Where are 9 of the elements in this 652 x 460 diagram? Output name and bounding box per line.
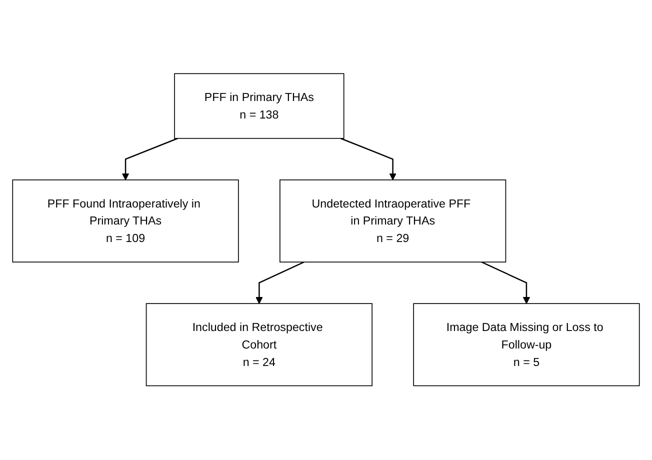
node-box: PFF in Primary THAs n = 138 <box>174 74 344 140</box>
arrow <box>122 138 178 181</box>
arrow <box>340 138 396 181</box>
node-box: Image Data Missing or Loss to Follow-up n = 5 <box>413 303 640 386</box>
arrow <box>256 262 304 304</box>
node-box: Included in Retrospective Cohort n = 24 <box>146 303 372 386</box>
node-box: Undetected Intraoperative PFF in Primary THAs n = 29 <box>280 180 506 263</box>
arrow <box>481 262 530 304</box>
node-box: PFF Found Intraoperatively in Primary THAs n = 109 <box>12 180 239 263</box>
